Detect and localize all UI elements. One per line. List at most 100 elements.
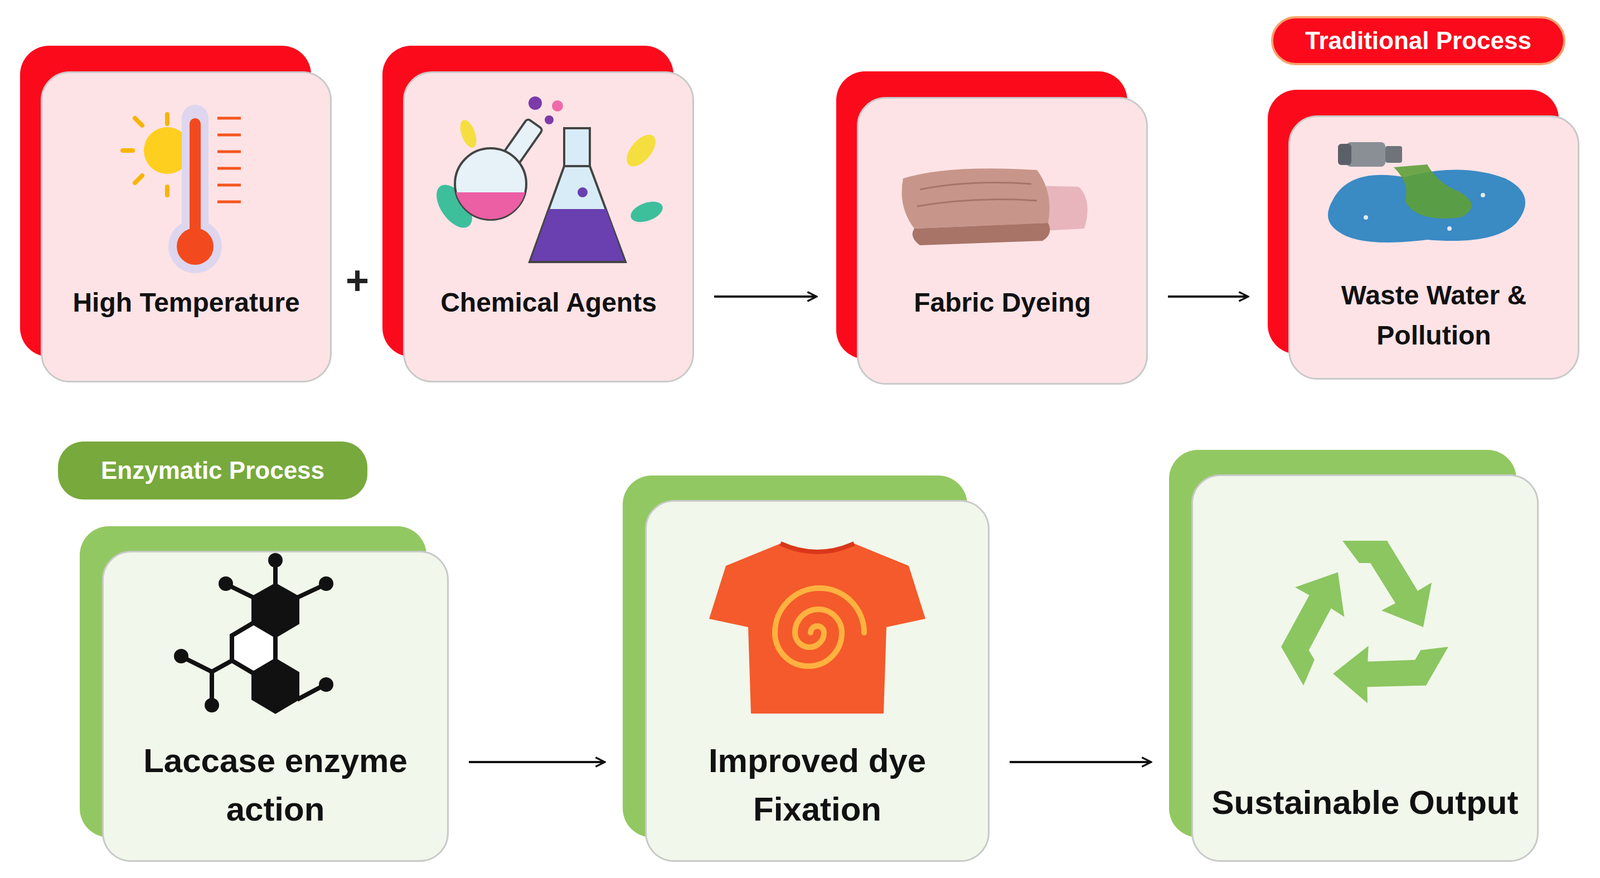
icon-shape [217, 117, 241, 120]
flow-arrow [1167, 295, 1249, 298]
icon-shape [122, 114, 168, 196]
step-label: Fabric Dyeing [913, 282, 1091, 323]
icon-shape [297, 585, 324, 598]
step-label: Waste Water & Pollution [1302, 275, 1565, 356]
flask-icon [429, 96, 666, 263]
icon-shape [774, 588, 865, 667]
icon-shape [168, 219, 222, 274]
icon-shape [902, 168, 1050, 229]
section-tag: Traditional Process [1271, 16, 1566, 66]
molecule-icon [173, 553, 334, 713]
icon-shape [1393, 164, 1472, 219]
icon-shape [143, 127, 191, 174]
step-label: Sustainable Output [1211, 778, 1519, 827]
icon-shape [528, 96, 542, 110]
icon-shape [173, 648, 189, 664]
step-label: Chemical Agents [440, 282, 657, 323]
icon-shape [564, 128, 590, 168]
icon-shape [1337, 143, 1352, 166]
icon-shape [318, 677, 334, 692]
icon-shape [253, 660, 298, 712]
icon-shape [919, 182, 1032, 190]
thermometer-icon [122, 104, 241, 274]
icon-shape [297, 685, 324, 700]
icon-shape [217, 133, 241, 137]
recycle-icon [1258, 540, 1449, 725]
icon-shape [209, 671, 215, 703]
icon-shape [627, 197, 666, 227]
icon-shape [217, 118, 241, 202]
icon-shape [189, 118, 201, 247]
icon-shape [217, 200, 241, 204]
icon-shape [780, 543, 855, 552]
flow-arrow [468, 760, 605, 764]
icon-shape [228, 585, 254, 598]
flow-arrow [714, 295, 817, 298]
icon-shape [183, 657, 212, 672]
icon-shape [1329, 603, 1449, 725]
flow-arrow [1009, 760, 1152, 764]
icon-shape [165, 114, 170, 124]
icon-shape [912, 222, 1051, 246]
icon-shape [1385, 146, 1403, 163]
icon-shape [173, 553, 334, 713]
process-card: Improved dye Fixation [645, 500, 990, 862]
process-card: Sustainable Output [1191, 474, 1539, 862]
icon-shape [134, 175, 143, 183]
icon-shape [218, 576, 234, 591]
icon-shape [551, 100, 564, 112]
icon-shape [1363, 192, 1486, 231]
icon-shape [917, 182, 1037, 207]
icon-shape [273, 563, 278, 586]
icon-shape [1363, 215, 1369, 220]
section-title: Enzymatic Process [100, 456, 325, 486]
icon-shape [621, 129, 661, 172]
step-label: Laccase enzyme action [119, 736, 432, 834]
icon-shape [217, 183, 241, 187]
icon-shape [1342, 540, 1432, 628]
icon-shape [1258, 565, 1379, 686]
pollution-icon [1327, 142, 1526, 243]
icon-shape [429, 178, 480, 235]
process-card: Waste Water & Pollution [1288, 115, 1580, 380]
icon-shape [454, 148, 527, 220]
icon-shape [501, 118, 543, 166]
process-card: Fabric Dyeing [856, 97, 1148, 385]
icon-shape [318, 576, 334, 591]
step-label: High Temperature [72, 282, 300, 323]
icon-shape [1346, 142, 1386, 167]
fabric-icon [902, 168, 1088, 246]
icon-shape [1480, 192, 1486, 198]
section-tag: Enzymatic Process [57, 441, 368, 500]
icon-shape [1447, 226, 1452, 231]
icon-shape [709, 543, 926, 714]
icon-shape [1327, 169, 1526, 243]
process-card: Laccase enzyme action [102, 550, 449, 862]
icon-shape [204, 697, 220, 713]
icon-shape [456, 192, 526, 220]
icon-shape [211, 660, 232, 672]
icon-shape [217, 167, 241, 171]
icon-shape [457, 117, 480, 150]
icon-shape [217, 150, 241, 154]
icon-shape [958, 183, 1088, 235]
section-title: Traditional Process [1305, 26, 1532, 56]
icon-shape [181, 104, 209, 256]
icon-shape [268, 553, 283, 568]
icon-shape [917, 199, 1037, 207]
icon-shape [231, 622, 276, 674]
icon-shape [774, 588, 865, 667]
icon-shape [122, 148, 133, 153]
icon-shape [1342, 540, 1432, 628]
icon-shape [165, 186, 170, 196]
step-label: Improved dye Fixation [661, 736, 974, 834]
icon-shape [253, 585, 298, 636]
icon-shape [529, 166, 626, 263]
plus-sign: + [345, 257, 370, 304]
icon-shape [544, 115, 554, 125]
process-card: High Temperature [40, 71, 332, 383]
icon-shape [577, 187, 588, 198]
icon-shape [176, 228, 214, 265]
icon-shape [134, 118, 143, 126]
